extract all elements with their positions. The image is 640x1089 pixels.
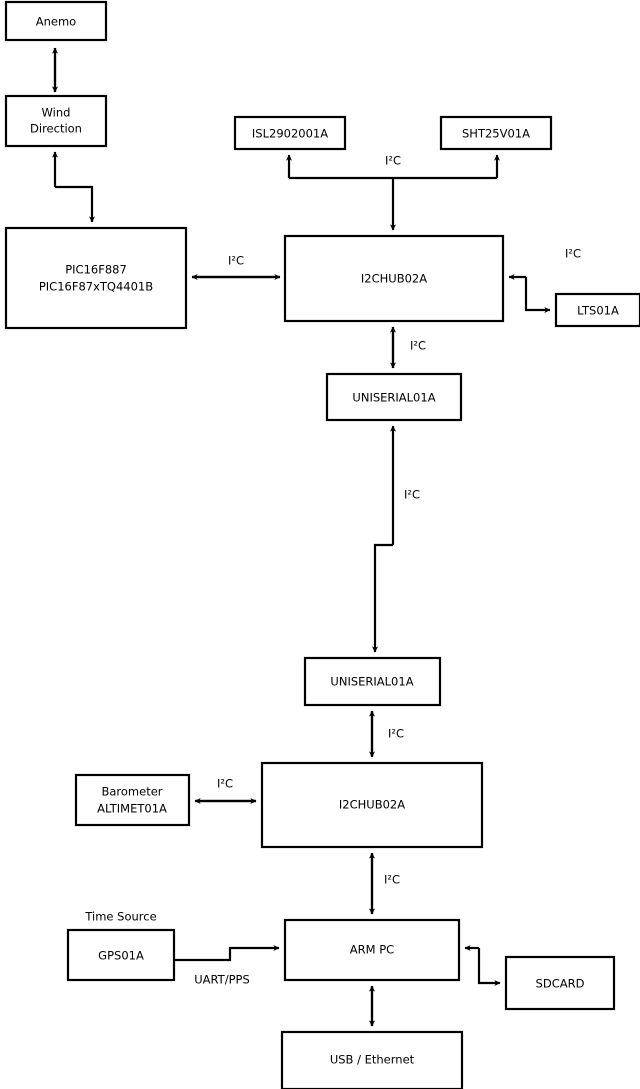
node-pic16f887-label-line1: PIC16F887: [65, 263, 127, 277]
link-gps-armpc: [174, 944, 280, 962]
node-pic16f887-label-line2: PIC16F87xTQ4401B: [39, 280, 153, 294]
edge-label-uart-pps: UART/PPS: [194, 973, 250, 987]
node-gps01a-label: GPS01A: [98, 949, 144, 963]
node-i2chub02a-top[interactable]: I2CHUB02A: [283, 234, 505, 323]
node-i2chub02a-top-label: I2CHUB02A: [361, 272, 427, 286]
link-wind-pic-elbow: [55, 185, 96, 223]
node-lts01a[interactable]: LTS01A: [554, 292, 640, 328]
node-arm-pc[interactable]: ARM PC: [283, 918, 461, 982]
node-barometer-altimet01a[interactable]: Barometer ALTIMET01A: [74, 773, 191, 827]
node-layer: Anemo Wind Direction PIC16F887 PIC16F87x…: [4, 0, 640, 1089]
node-wind-direction[interactable]: Wind Direction: [4, 94, 108, 148]
node-uniserial01a-lower-label: UNISERIAL01A: [330, 675, 413, 689]
node-usb-ethernet[interactable]: USB / Ethernet: [280, 1030, 464, 1089]
edge-label-layer: I²C I²C I²C I²C I²C I²C I²C I²C UART/PPS: [194, 154, 581, 987]
node-usb-ethernet-label: USB / Ethernet: [330, 1053, 415, 1067]
node-barometer-label-line2: ALTIMET01A: [97, 802, 167, 816]
edge-label-i2c-hub-lts: I²C: [565, 247, 581, 261]
node-uniserial01a-upper[interactable]: UNISERIAL01A: [325, 372, 463, 422]
node-barometer-label-line1: Barometer: [101, 785, 162, 799]
edge-label-i2c-hub-uniserial: I²C: [410, 339, 426, 353]
node-i2chub02a-bottom-label: I2CHUB02A: [339, 798, 405, 812]
node-uniserial01a-upper-label: UNISERIAL01A: [352, 391, 435, 405]
node-arm-pc-label: ARM PC: [350, 943, 394, 957]
edge-label-i2c-uniserial-hub: I²C: [388, 727, 404, 741]
link-lts-elbow: [524, 277, 551, 314]
node-sht25v01a[interactable]: SHT25V01A: [439, 115, 553, 151]
connector-layer: [51, 47, 551, 1027]
node-gps01a[interactable]: GPS01A: [66, 928, 176, 982]
edge-label-i2c-barometer-hub: I²C: [217, 777, 233, 791]
node-wind-direction-label-line1: Wind: [42, 106, 71, 120]
node-isl2902001a-label: ISL2902001A: [252, 127, 328, 141]
node-wind-direction-label-line2: Direction: [30, 122, 82, 136]
node-anemo[interactable]: Anemo: [4, 0, 108, 42]
node-i2chub02a-bottom[interactable]: I2CHUB02A: [260, 761, 484, 849]
edge-label-i2c-uniserial-link: I²C: [404, 488, 420, 502]
node-sdcard-label: SDCARD: [536, 977, 585, 991]
node-pic16f887[interactable]: PIC16F887 PIC16F87xTQ4401B: [4, 226, 188, 330]
node-anemo-label: Anemo: [36, 15, 76, 29]
edge-label-i2c-hub-to-sensors: I²C: [385, 154, 401, 168]
edge-label-i2c-pic-hub: I²C: [228, 254, 244, 268]
node-sdcard[interactable]: SDCARD: [504, 955, 616, 1011]
free-label-layer: Time Source: [84, 910, 156, 924]
link-armpc-sdcard: [477, 948, 501, 987]
label-time-source: Time Source: [84, 910, 156, 924]
node-lts01a-label: LTS01A: [577, 304, 619, 318]
edge-label-i2c-hub-armpc: I²C: [384, 873, 400, 887]
node-sht25v01a-label: SHT25V01A: [462, 127, 530, 141]
link-uniserial-long-down: [371, 543, 393, 653]
node-uniserial01a-lower[interactable]: UNISERIAL01A: [303, 656, 442, 707]
node-isl2902001a[interactable]: ISL2902001A: [233, 115, 347, 151]
